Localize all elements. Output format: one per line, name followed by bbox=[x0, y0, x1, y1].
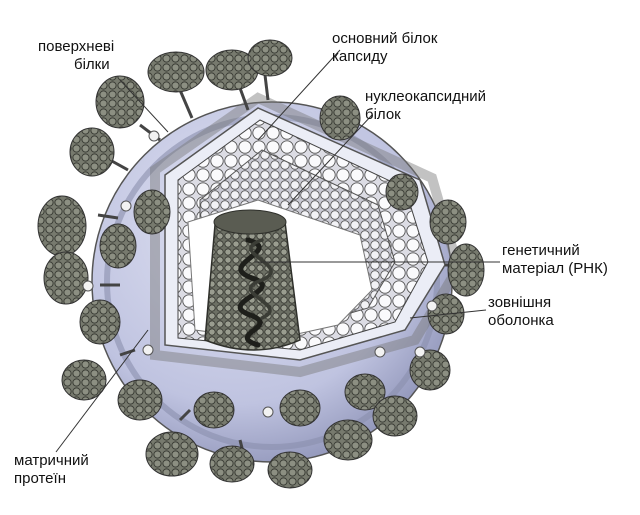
spike bbox=[79, 299, 121, 345]
spike bbox=[267, 451, 313, 489]
spike bbox=[133, 189, 171, 235]
spike bbox=[319, 95, 361, 141]
spike bbox=[95, 75, 161, 142]
label-main-capsid-line1: основний білок bbox=[332, 30, 438, 47]
surface-spikes bbox=[37, 39, 485, 489]
label-nucleocapsid-line1: нуклеокапсидний bbox=[365, 88, 486, 105]
spike bbox=[409, 349, 451, 391]
spike bbox=[193, 391, 235, 429]
spike bbox=[445, 243, 485, 297]
rna-strand-2 bbox=[248, 238, 273, 320]
leader-lines bbox=[55, 49, 500, 453]
label-surface-proteins-line2: білки bbox=[74, 56, 110, 73]
leader-outer-envelope bbox=[409, 309, 487, 319]
label-surface-proteins-line1: поверхневі bbox=[38, 38, 115, 55]
spike bbox=[372, 395, 418, 437]
spike bbox=[323, 419, 373, 461]
label-genetic-material-line2: матеріал (РНК) bbox=[502, 260, 608, 277]
label-matrix-protein-line2: протеїн bbox=[14, 470, 66, 487]
label-matrix-protein: матричний протеїн bbox=[14, 452, 89, 488]
leader-nucleocapsid bbox=[287, 114, 373, 206]
leader-surface-proteins bbox=[119, 79, 169, 133]
spike bbox=[69, 127, 129, 177]
label-genetic-material: генетичний матеріал (РНК) bbox=[502, 242, 608, 278]
spike bbox=[279, 389, 321, 427]
label-surface-proteins: поверхневі білки bbox=[38, 38, 114, 74]
label-outer-envelope-line2: оболонка bbox=[488, 312, 554, 329]
spike bbox=[99, 223, 137, 269]
label-outer-envelope: зовнішня оболонка bbox=[488, 294, 554, 330]
leader-main-capsid bbox=[257, 49, 341, 141]
label-outer-envelope-line1: зовнішня bbox=[488, 294, 552, 311]
spike bbox=[344, 373, 386, 411]
leader-matrix-protein bbox=[55, 329, 149, 453]
spike bbox=[247, 39, 293, 101]
label-nucleocapsid-protein: нуклеокапсидний білок bbox=[365, 88, 486, 124]
label-matrix-protein-line1: матричний bbox=[14, 452, 89, 469]
spike bbox=[117, 379, 163, 421]
matrix-knobs bbox=[82, 130, 438, 418]
label-genetic-material-line1: генетичний bbox=[502, 242, 580, 259]
spike bbox=[43, 251, 120, 305]
label-main-capsid-protein: основний білок капсиду bbox=[332, 30, 437, 66]
core-top bbox=[213, 209, 287, 235]
label-nucleocapsid-line2: білок bbox=[365, 106, 401, 123]
spike bbox=[145, 408, 199, 477]
label-main-capsid-line2: капсиду bbox=[332, 48, 388, 65]
spike bbox=[147, 51, 205, 119]
spike bbox=[429, 199, 467, 245]
spike bbox=[385, 173, 419, 211]
spike bbox=[209, 439, 255, 483]
